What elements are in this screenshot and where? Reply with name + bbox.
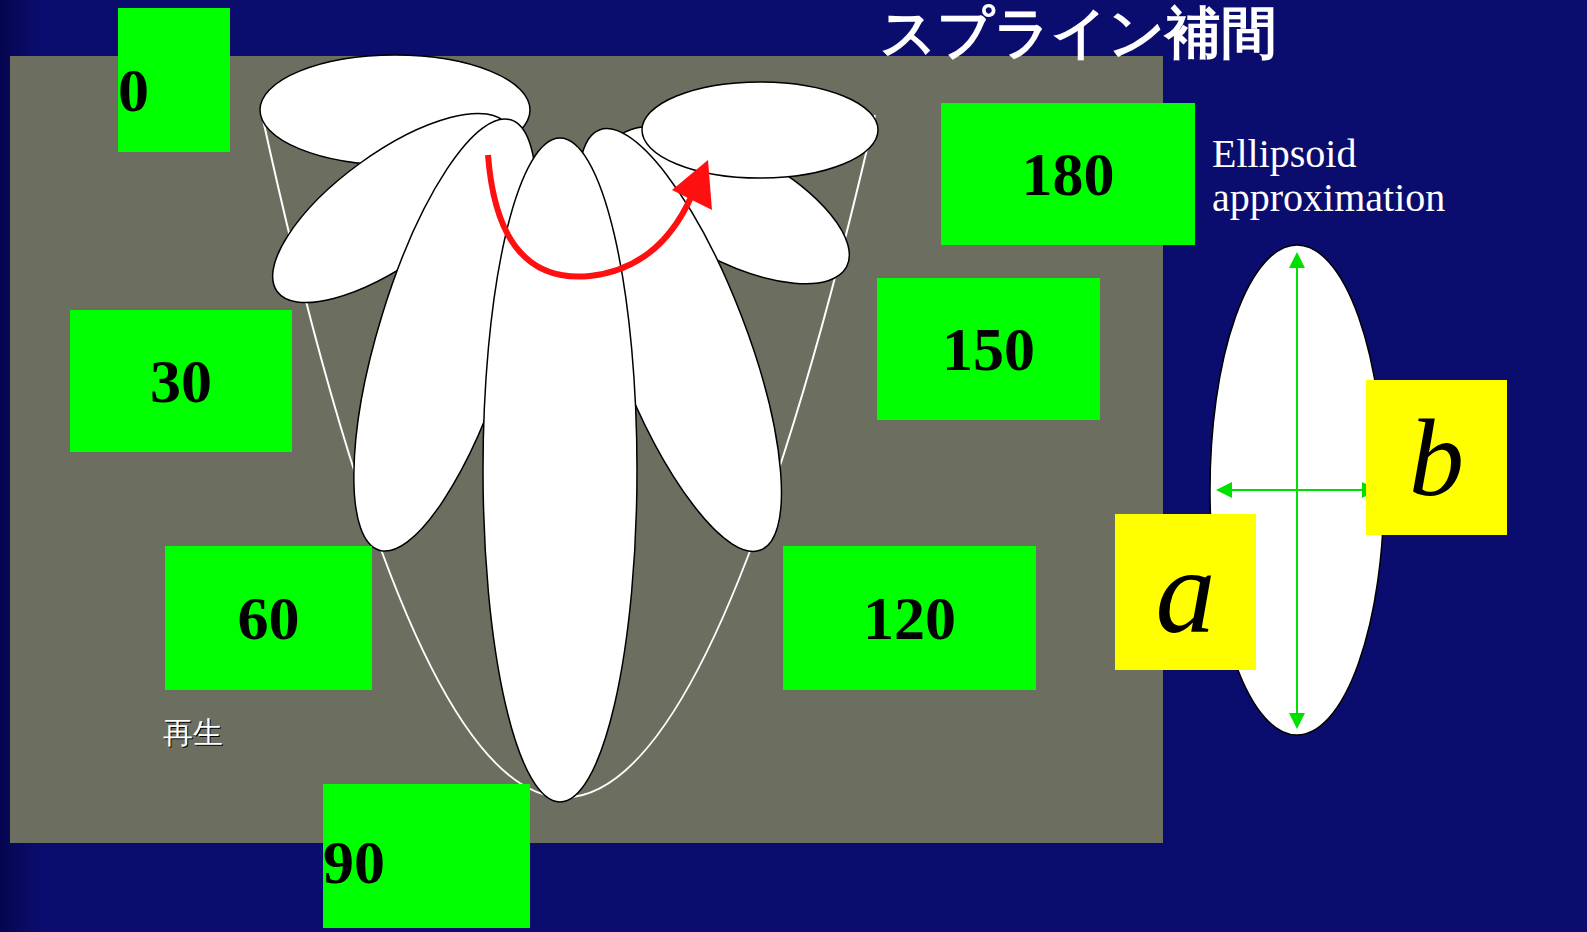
variable-box: a [1115, 514, 1256, 670]
variable-label: b [1409, 403, 1464, 513]
angle-number: 0 [118, 59, 149, 121]
angle-number: 180 [1022, 143, 1115, 205]
note-text: Ellipsoid approximation [1212, 132, 1572, 220]
axis-arrow [1296, 490, 1298, 727]
angle-box: 90 [323, 784, 530, 928]
axis-arrow [1297, 489, 1376, 491]
angle-box: 180 [941, 103, 1195, 245]
playback-label: 再生 [163, 716, 223, 749]
angle-number: 120 [863, 587, 956, 649]
angle-box: 60 [165, 546, 372, 690]
variable-box: b [1366, 380, 1507, 535]
axis-arrow [1218, 489, 1297, 491]
angle-box: 30 [70, 310, 292, 452]
rotation-arrow [488, 155, 692, 277]
angle-number: 90 [323, 831, 385, 893]
angle-box: 150 [877, 278, 1100, 420]
rotation-arrowhead [672, 160, 712, 210]
angle-number: 30 [150, 350, 212, 412]
angle-box: 120 [783, 546, 1036, 690]
angle-box: 0 [118, 8, 230, 152]
angle-number: 60 [238, 587, 300, 649]
variable-label: a [1156, 532, 1216, 652]
axis-arrow [1296, 254, 1298, 490]
angle-number: 150 [942, 318, 1035, 380]
slide-title: スプライン補間 [880, 2, 1277, 64]
